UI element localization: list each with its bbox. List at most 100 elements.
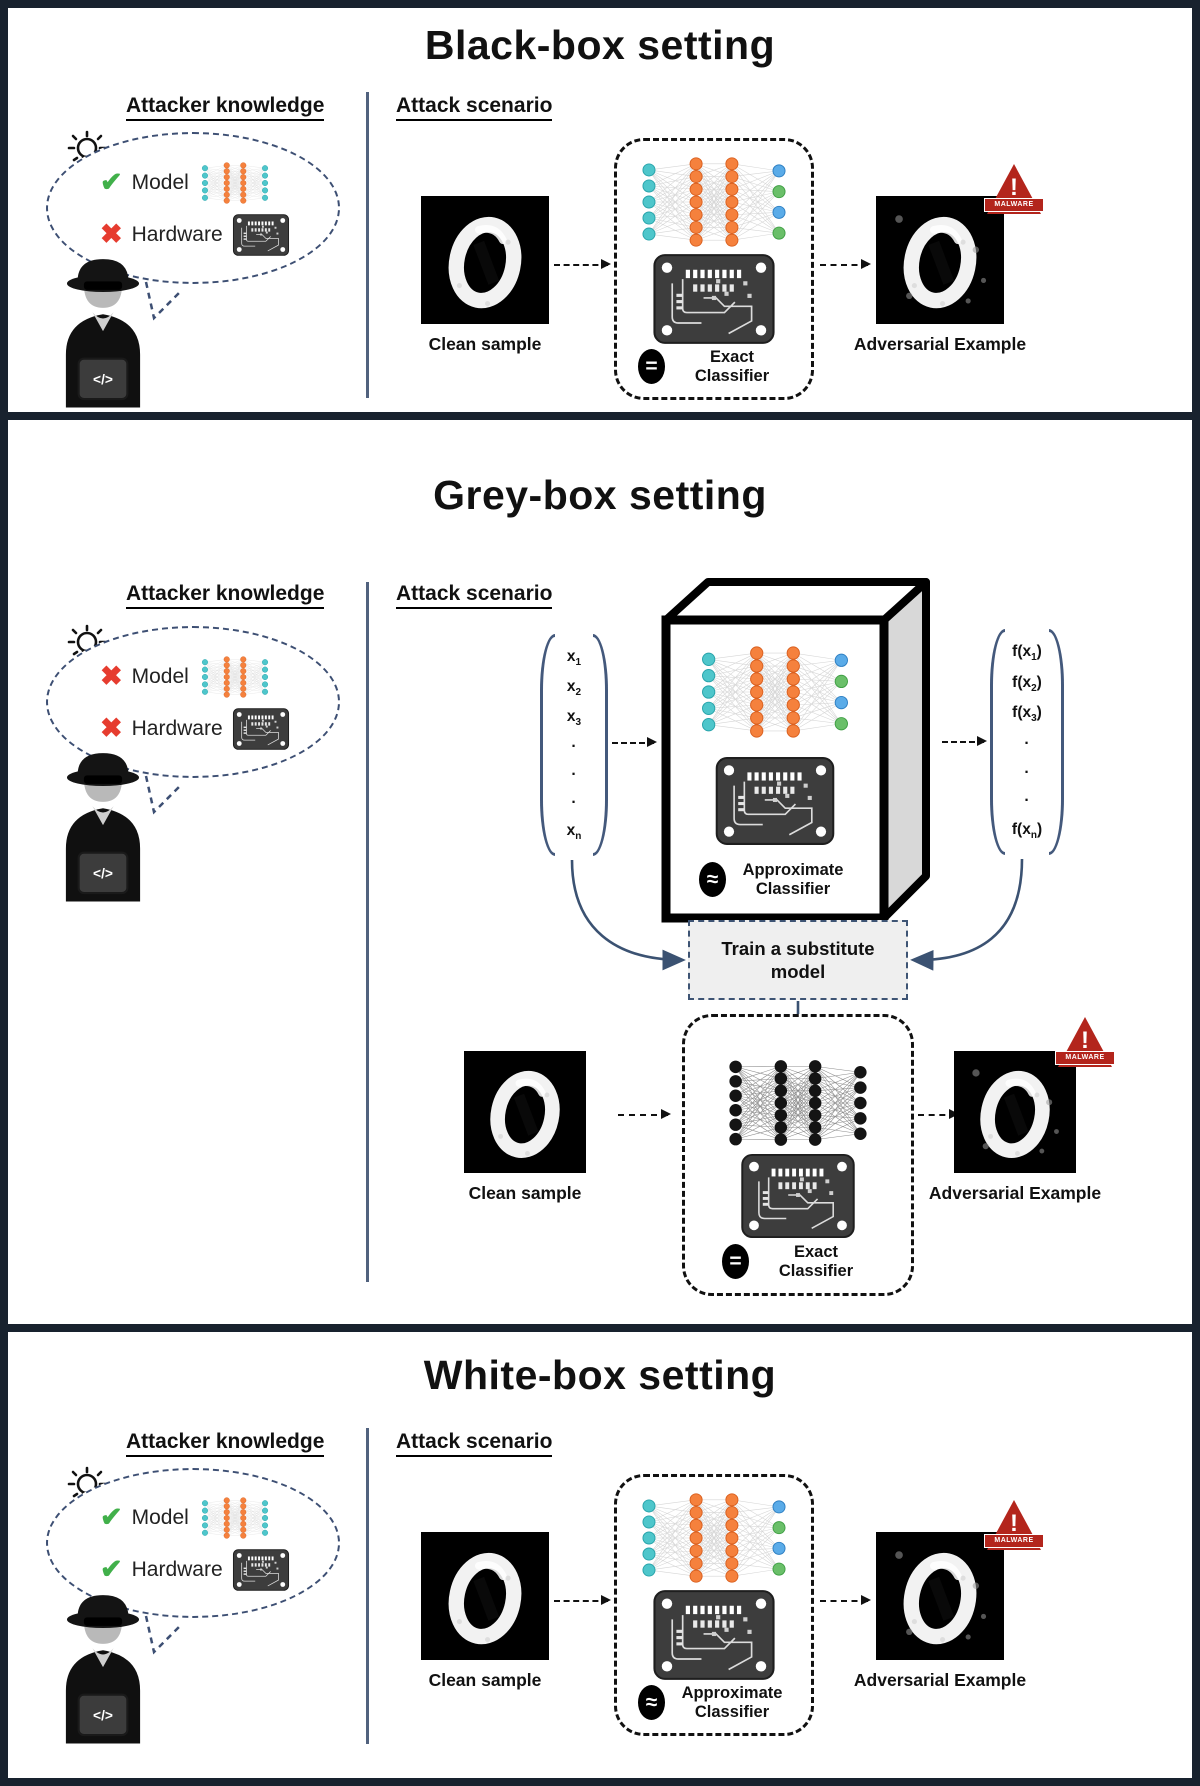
model-mark: ✖ bbox=[100, 661, 123, 691]
clean-sample-label: Clean sample bbox=[428, 334, 542, 354]
neural-network-icon bbox=[198, 654, 272, 700]
adversarial-example-figure: Adversarial Example ! MALWARE bbox=[840, 1500, 1044, 1691]
classifier-name: Exact Classifier bbox=[694, 347, 770, 385]
clean-sample-label: Clean sample bbox=[468, 1183, 582, 1203]
vector-item: x1 bbox=[566, 648, 582, 669]
attack-scenario-heading: Attack scenario bbox=[396, 94, 553, 121]
circuit-board-icon bbox=[232, 707, 290, 751]
approx-symbol-icon: ≈ bbox=[699, 862, 726, 898]
vector-item: · bbox=[1024, 763, 1030, 781]
panel-title: Black-box setting bbox=[424, 22, 776, 68]
arrow-clean-to-classifier bbox=[554, 259, 611, 269]
circuit-board-icon bbox=[232, 213, 290, 257]
circuit-board-icon bbox=[709, 755, 841, 847]
vector-item: f(x3) bbox=[1012, 704, 1042, 725]
vector-item: f(xn) bbox=[1011, 820, 1043, 841]
knowledge-row-model: ✖ Model bbox=[100, 654, 272, 700]
column-divider bbox=[366, 1428, 369, 1744]
hacker-figure: </> bbox=[65, 1595, 141, 1744]
circuit-board-icon bbox=[647, 252, 781, 346]
arrow-clean-to-classifier bbox=[618, 1109, 671, 1119]
knowledge-row-hardware: ✔ Hardware bbox=[100, 1548, 290, 1592]
panel-grey-box: Grey-box setting Attacker knowledge Atta… bbox=[8, 420, 1192, 1324]
vector-item: · bbox=[571, 766, 577, 784]
panel-black-box: Black-box setting Attacker knowledge Att… bbox=[8, 8, 1192, 412]
train-substitute-model-box: Train a substitute model bbox=[688, 920, 908, 1000]
query-input-vector: x1 x2 x3 · · · xn bbox=[540, 634, 608, 856]
thought-bubble: ✔ Model ✖ Hardware bbox=[46, 132, 340, 284]
panel-title: White-box setting bbox=[423, 1352, 777, 1398]
vector-item: f(x1) bbox=[1012, 643, 1042, 664]
neural-network-icon bbox=[198, 1495, 272, 1541]
model-label: Model bbox=[131, 170, 189, 194]
adversarial-example-figure: Adversarial Example ! MALWARE bbox=[915, 1017, 1115, 1204]
black-box-3d: ≈ Approximate Classifier bbox=[656, 572, 936, 924]
equals-symbol-icon: = bbox=[638, 349, 665, 385]
panel-title: Grey-box setting bbox=[433, 472, 767, 518]
clean-sample-image bbox=[421, 194, 549, 326]
adversarial-example-figure: Adversarial Example ! MALWARE bbox=[840, 164, 1044, 355]
circuit-board-icon bbox=[647, 1588, 781, 1682]
query-output-vector: f(x1) f(x2) f(x3) · · · f(xn) bbox=[990, 629, 1064, 855]
thought-bubble: ✔ Model ✔ Hardware bbox=[46, 1468, 340, 1618]
vector-item: x2 bbox=[566, 678, 582, 699]
model-mark: ✔ bbox=[100, 1502, 123, 1532]
hardware-label: Hardware bbox=[131, 1557, 223, 1581]
vector-item: · bbox=[1024, 735, 1030, 753]
knowledge-row-model: ✔ Model bbox=[100, 160, 272, 206]
substitute-neural-network-icon bbox=[710, 1056, 886, 1150]
approx-symbol-icon: ≈ bbox=[638, 1685, 665, 1721]
arrow-classifier-to-adv bbox=[820, 1595, 871, 1605]
adversarial-example-label: Adversarial Example bbox=[853, 334, 1027, 354]
vector-item: · bbox=[571, 793, 577, 811]
arrow-classifier-to-adv bbox=[820, 259, 871, 269]
adversarial-example-label: Adversarial Example bbox=[853, 1670, 1027, 1690]
knowledge-row-hardware: ✖ Hardware bbox=[100, 707, 290, 751]
bracket-right bbox=[593, 634, 608, 856]
adversarial-example-label: Adversarial Example bbox=[928, 1183, 1102, 1203]
column-divider bbox=[366, 582, 369, 1282]
malware-ribbon: MALWARE bbox=[984, 198, 1044, 212]
laptop-code-glyph: </> bbox=[93, 372, 113, 387]
arrow-clean-to-classifier bbox=[554, 1595, 611, 1605]
classifier-name: Approximate Classifier bbox=[742, 860, 844, 898]
attacker-knowledge-heading: Attacker knowledge bbox=[126, 582, 325, 609]
attacker-knowledge-heading: Attacker knowledge bbox=[126, 1430, 325, 1457]
malware-warning-badge: ! MALWARE bbox=[984, 164, 1044, 226]
arrow-blackbox-to-outputs bbox=[942, 736, 987, 746]
clean-sample-image bbox=[421, 1530, 549, 1662]
clean-sample-image bbox=[464, 1049, 586, 1175]
exact-classifier-box: = Exact Classifier bbox=[614, 138, 814, 400]
bracket-left bbox=[990, 629, 1005, 855]
adversarial-example-image bbox=[954, 1049, 1076, 1175]
vector-item: · bbox=[571, 738, 577, 756]
knowledge-row-hardware: ✖ Hardware bbox=[100, 213, 290, 257]
bubble-tail bbox=[144, 775, 183, 815]
blackbox-contents: ≈ Approximate Classifier bbox=[672, 628, 878, 912]
attack-scenario-heading: Attack scenario bbox=[396, 582, 553, 609]
hardware-mark: ✔ bbox=[100, 1554, 123, 1584]
bubble-tail bbox=[144, 1615, 183, 1655]
circuit-board-icon bbox=[232, 1548, 290, 1592]
column-divider bbox=[366, 92, 369, 398]
malware-warning-badge: ! MALWARE bbox=[984, 1500, 1044, 1562]
hacker-figure: </> bbox=[65, 259, 141, 408]
vector-item: f(x2) bbox=[1012, 673, 1042, 694]
clean-sample-figure: Clean sample bbox=[440, 1049, 610, 1204]
equals-symbol-icon: = bbox=[722, 1244, 749, 1280]
substitute-exact-classifier-box: = Exact Classifier bbox=[682, 1014, 914, 1296]
hardware-label: Hardware bbox=[131, 716, 223, 740]
classifier-name: Exact Classifier bbox=[778, 1242, 854, 1280]
circuit-board-icon bbox=[733, 1152, 863, 1240]
neural-network-icon bbox=[630, 1489, 798, 1587]
attacker-knowledge-heading: Attacker knowledge bbox=[126, 94, 325, 121]
model-mark: ✔ bbox=[100, 167, 123, 197]
malware-warning-badge: ! MALWARE bbox=[1055, 1017, 1115, 1079]
attack-scenario-heading: Attack scenario bbox=[396, 1430, 553, 1457]
malware-ribbon: MALWARE bbox=[984, 1534, 1044, 1548]
bracket-right bbox=[1049, 629, 1064, 855]
adversarial-example-image bbox=[876, 1530, 1004, 1662]
vector-item: · bbox=[1024, 792, 1030, 810]
malware-ribbon: MALWARE bbox=[1055, 1051, 1115, 1065]
